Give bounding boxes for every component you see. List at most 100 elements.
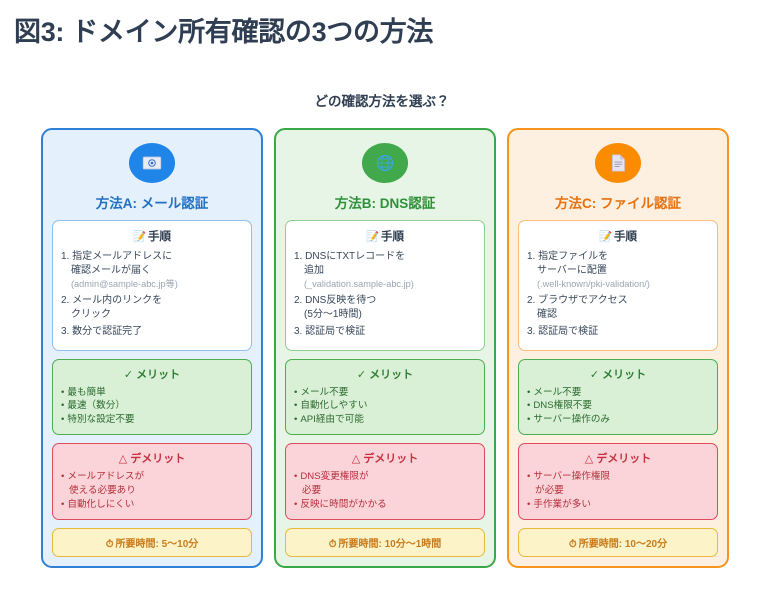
document-icon — [595, 143, 641, 183]
list-item: 2. DNS反映を待つ (5分〜1時間) — [294, 294, 476, 322]
step-number: 1. — [527, 250, 536, 262]
step-number: 2. — [61, 294, 70, 306]
demerit-text-cont: が必要 — [535, 485, 564, 497]
step-text: ブラウザでアクセス — [538, 294, 628, 306]
list-item: 自動化しやすい — [294, 399, 476, 413]
steps-heading: 📝手順 — [294, 228, 476, 244]
step-text: メール内のリンクを — [72, 294, 163, 306]
method-card-a: 方法A: メール認証 📝手順 1. 指定メールアドレスに 確認メールが届く (a… — [41, 128, 263, 568]
list-item: 3. 数分で認証完了 — [61, 325, 243, 339]
list-item: 自動化しにくい — [61, 498, 243, 512]
method-a-merit-box: ✓ メリット 最も簡単 最速（数分） 特別な設定不要 — [52, 358, 252, 436]
list-item: DNS権限不要 — [527, 399, 709, 413]
list-item: 1. 指定ファイルを サーバーに配置 (.well-known/pki-vali… — [527, 250, 709, 291]
method-b-steps-list: 1. DNSにTXTレコードを 追加 (_validation.sample-a… — [294, 250, 476, 340]
list-item: 最も簡単 — [61, 386, 243, 400]
time-label: 所要時間: 10〜20分 — [578, 539, 668, 550]
step-subtext: (.well-known/pki-validation/) — [537, 278, 650, 289]
list-item: メール不要 — [294, 386, 476, 400]
method-cards-container: 方法A: メール認証 📝手順 1. 指定メールアドレスに 確認メールが届く (a… — [41, 128, 729, 568]
demerit-text: メールアドレスが — [67, 471, 145, 483]
memo-pencil-icon: 📝 — [132, 230, 147, 243]
merit-heading: ✓ メリット — [356, 368, 414, 381]
demerit-text-cont: 使える必要あり — [69, 485, 136, 497]
method-b-merit-list: メール不要 自動化しやすい API経由で可能 — [294, 386, 476, 428]
list-item: メール不要 — [527, 386, 709, 400]
demerit-heading: △ デメリット — [118, 453, 186, 466]
page-title: 図3: ドメイン所有確認の3つの方法 — [14, 17, 434, 47]
list-item: 反映に時間がかかる — [294, 498, 476, 512]
step-text: 指定メールアドレスに — [72, 250, 173, 262]
merit-heading: ✓ メリット — [123, 368, 181, 381]
method-b-time-badge: ⏱所要時間: 10分〜1時間 — [285, 528, 485, 557]
merit-heading: ✓ メリット — [589, 368, 647, 381]
step-text-cont: 確認メールが届く — [71, 264, 151, 276]
list-item: 3. 認証局で検証 — [294, 325, 476, 339]
steps-heading-label: 手順 — [381, 230, 405, 243]
step-number: 3. — [294, 326, 303, 338]
method-a-steps-list: 1. 指定メールアドレスに 確認メールが届く (admin@sample-abc… — [61, 250, 243, 340]
stopwatch-icon: ⏱ — [328, 539, 337, 550]
steps-heading: 📝手順 — [527, 228, 709, 244]
list-item: 1. 指定メールアドレスに 確認メールが届く (admin@sample-abc… — [61, 250, 243, 291]
list-item: 1. DNSにTXTレコードを 追加 (_validation.sample-a… — [294, 250, 476, 291]
list-item: 最速（数分） — [61, 399, 243, 413]
step-text: 認証局で検証 — [538, 326, 599, 338]
step-text: 指定ファイルを — [538, 250, 609, 262]
method-a-merit-list: 最も簡単 最速（数分） 特別な設定不要 — [61, 386, 243, 428]
step-text: DNS反映を待つ — [305, 294, 377, 306]
step-subtext: (_validation.sample-abc.jp) — [304, 278, 414, 289]
method-b-merit-box: ✓ メリット メール不要 自動化しやすい API経由で可能 — [285, 358, 485, 436]
step-text: DNSにTXTレコードを — [305, 250, 406, 262]
stopwatch-icon: ⏱ — [568, 539, 577, 550]
list-item: 特別な設定不要 — [61, 413, 243, 427]
step-number: 1. — [61, 250, 70, 262]
demerit-text: サーバー操作権限 — [533, 471, 611, 483]
method-card-b: 方法B: DNS認証 📝手順 1. DNSにTXTレコードを 追加 (_vali… — [274, 128, 496, 568]
memo-pencil-icon: 📝 — [598, 230, 613, 243]
list-item: サーバー操作のみ — [527, 413, 709, 427]
step-text-cont: サーバーに配置 — [537, 264, 607, 276]
method-c-time-badge: ⏱所要時間: 10〜20分 — [518, 528, 718, 557]
method-card-c: 方法C: ファイル認証 📝手順 1. 指定ファイルを サーバーに配置 (.wel… — [507, 128, 729, 568]
method-c-merit-list: メール不要 DNS権限不要 サーバー操作のみ — [527, 386, 709, 428]
method-card-a-title: 方法A: メール認証 — [95, 195, 209, 211]
page-subtitle: どの確認方法を選ぶ？ — [314, 94, 450, 109]
step-text: 認証局で検証 — [305, 326, 366, 338]
method-c-merit-box: ✓ メリット メール不要 DNS権限不要 サーバー操作のみ — [518, 358, 718, 436]
time-label: 所要時間: 10分〜1時間 — [338, 539, 442, 550]
method-c-steps-list: 1. 指定ファイルを サーバーに配置 (.well-known/pki-vali… — [527, 250, 709, 340]
list-item: API経由で可能 — [294, 413, 476, 427]
list-item: 手作業が多い — [527, 498, 709, 512]
step-text-cont: 追加 — [304, 264, 324, 276]
step-number: 3. — [61, 326, 70, 338]
memo-pencil-icon: 📝 — [365, 230, 380, 243]
step-subtext: (admin@sample-abc.jp等) — [71, 278, 178, 289]
step-number: 3. — [527, 326, 536, 338]
method-c-steps-box: 📝手順 1. 指定ファイルを サーバーに配置 (.well-known/pki-… — [518, 219, 718, 351]
steps-heading-label: 手順 — [148, 230, 172, 243]
step-text-cont: 確認 — [537, 308, 557, 320]
demerit-text: DNS変更権限が — [300, 471, 369, 483]
demerit-heading: △ デメリット — [584, 453, 652, 466]
steps-heading: 📝手順 — [61, 228, 243, 244]
step-text-cont: クリック — [71, 308, 111, 320]
list-item: 2. ブラウザでアクセス 確認 — [527, 294, 709, 322]
step-number: 1. — [294, 250, 303, 262]
step-text-cont: (5分〜1時間) — [304, 308, 362, 320]
step-number: 2. — [527, 294, 536, 306]
method-a-steps-box: 📝手順 1. 指定メールアドレスに 確認メールが届く (admin@sample… — [52, 219, 252, 351]
steps-heading-label: 手順 — [614, 230, 638, 243]
stopwatch-icon: ⏱ — [105, 539, 114, 550]
time-label: 所要時間: 5〜10分 — [115, 539, 199, 550]
list-item: 2. メール内のリンクを クリック — [61, 294, 243, 322]
method-a-time-badge: ⏱所要時間: 5〜10分 — [52, 528, 252, 557]
